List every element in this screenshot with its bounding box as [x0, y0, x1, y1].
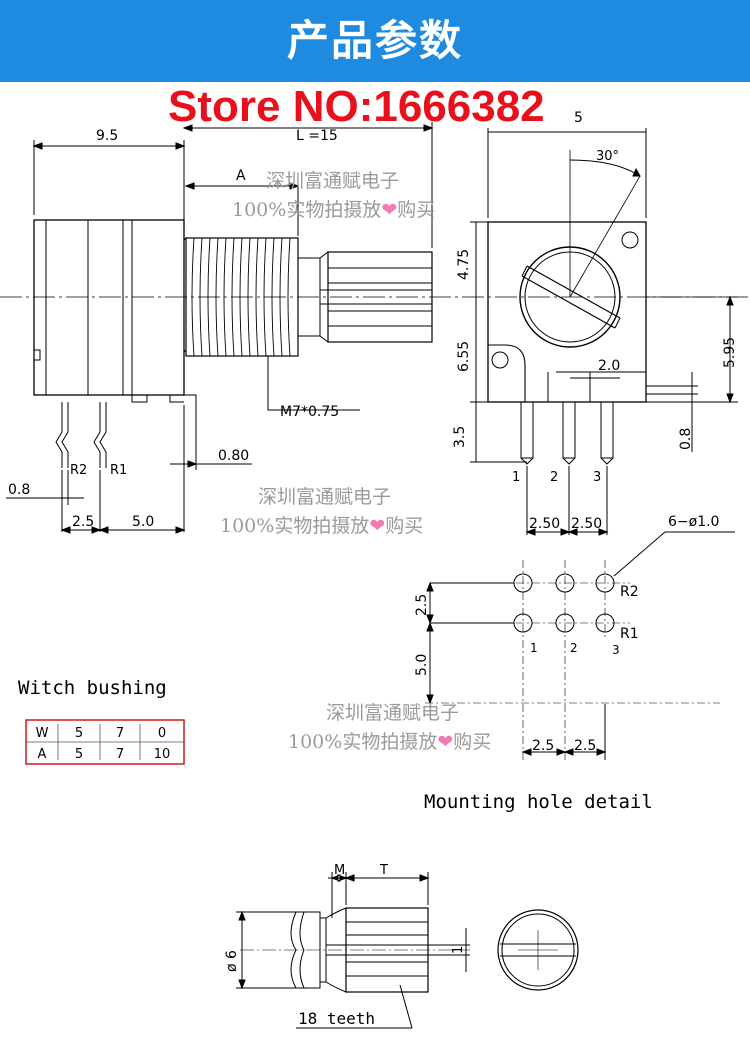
- shaft-m: M: [334, 863, 345, 878]
- dim-top: 5: [574, 110, 583, 126]
- angle-label: 30°: [596, 149, 619, 164]
- dim-595: 5.95: [722, 337, 738, 368]
- bushing-cell: 5: [75, 747, 83, 762]
- page-title: 产品参数: [286, 16, 463, 65]
- pin-r2: R2: [70, 463, 87, 478]
- bushing-cell: 7: [116, 726, 124, 741]
- watermark-line1: 深圳富通赋电子: [258, 486, 392, 508]
- dim-50: 5.0: [132, 514, 154, 530]
- shaft-t: T: [379, 863, 388, 878]
- watermark-text: 100%实物拍摄放: [220, 515, 370, 537]
- mounting-caption: Mounting hole detail: [424, 791, 653, 813]
- dim-body-width: 9.5: [96, 128, 118, 144]
- heart-icon: ❤: [369, 515, 386, 537]
- pin-3: 3: [593, 470, 601, 485]
- mount-dim-25b: 2.5: [574, 738, 596, 754]
- bushing-row-w-label: W: [36, 726, 49, 741]
- dim-080: 0.80: [218, 448, 249, 464]
- watermark-text: 购买: [397, 199, 436, 221]
- dim-length: L =15: [296, 128, 338, 144]
- watermark-line2: 100%实物拍摄放❤购买: [288, 727, 491, 754]
- dim-20: 2.0: [598, 358, 620, 374]
- dim-250a: 2.50: [529, 516, 560, 532]
- pin-1: 1: [512, 470, 520, 485]
- dim-08: 0.8: [8, 482, 30, 498]
- mount-n1: 1: [530, 641, 538, 655]
- shaft-one: 1: [451, 946, 466, 954]
- mount-r1: R1: [620, 626, 639, 642]
- bushing-cell: 5: [75, 726, 83, 741]
- watermark-line2: 100%实物拍摄放❤购买: [220, 511, 423, 538]
- holes-label: 6−ø1.0: [668, 514, 719, 530]
- mounting-hole-detail: [425, 531, 735, 760]
- watermark-line1: 深圳富通赋电子: [266, 170, 400, 192]
- store-number: Store NO:1666382: [168, 82, 545, 131]
- mount-dim-50v: 5.0: [414, 654, 430, 676]
- side-view: [0, 122, 750, 534]
- dim-25: 2.5: [72, 514, 94, 530]
- watermark-text: 100%实物拍摄放: [232, 199, 382, 221]
- teeth-label: 18 teeth: [298, 1009, 375, 1028]
- mount-n2: 2: [570, 641, 578, 655]
- watermark-text: 购买: [385, 515, 424, 537]
- mount-r2: R2: [620, 584, 639, 600]
- bushing-caption: Witch bushing: [18, 677, 167, 699]
- dim-35: 3.5: [452, 426, 468, 448]
- dim-250b: 2.50: [571, 516, 602, 532]
- watermark-line2: 100%实物拍摄放❤购买: [232, 195, 435, 222]
- watermark-text: 购买: [453, 731, 492, 753]
- mount-dim-25a: 2.5: [532, 738, 554, 754]
- bushing-table: W 5 7 0 A 5 7 10: [25, 719, 185, 765]
- watermark-text: 100%实物拍摄放: [288, 731, 438, 753]
- shaft-dia: ø 6: [224, 950, 240, 972]
- watermark-line1: 深圳富通赋电子: [326, 702, 460, 724]
- heart-icon: ❤: [381, 199, 398, 221]
- shaft-detail: [236, 872, 579, 1029]
- dim-475: 4.75: [456, 249, 472, 280]
- pin-2: 2: [550, 470, 558, 485]
- heart-icon: ❤: [437, 731, 454, 753]
- dim-a: A: [236, 168, 246, 184]
- front-view: [470, 128, 738, 536]
- header-banner: [0, 0, 750, 82]
- dim-655: 6.55: [456, 341, 472, 372]
- mount-n3: 3: [612, 643, 620, 657]
- mount-dim-25v: 2.5: [414, 594, 430, 616]
- bushing-cell: 0: [158, 726, 166, 741]
- thread-label: M7*0.75: [280, 404, 339, 420]
- pin-r1: R1: [110, 463, 127, 478]
- bushing-cell: 7: [116, 747, 124, 762]
- bushing-row-a-label: A: [38, 747, 47, 762]
- bushing-cell: 10: [154, 747, 171, 762]
- dim-08-front: 0.8: [678, 428, 694, 450]
